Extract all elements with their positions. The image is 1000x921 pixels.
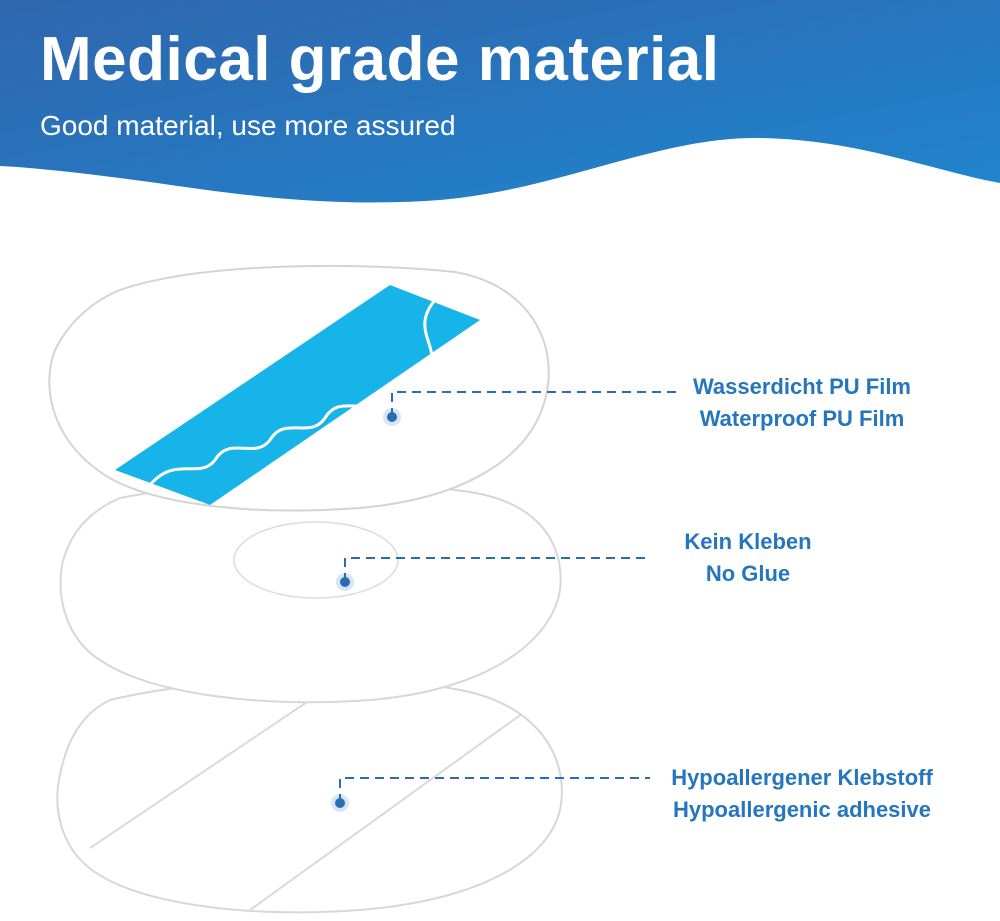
film-stripe: [115, 285, 480, 505]
label-en: Hypoallergenic adhesive: [673, 797, 931, 822]
label-de: Kein Kleben: [684, 529, 812, 554]
label-waterproof-pu-film: Wasserdicht PU Film Waterproof PU Film: [690, 371, 914, 435]
page-subtitle: Good material, use more assured: [40, 110, 456, 141]
callout-adhesive: [331, 777, 650, 812]
label-de: Wasserdicht PU Film: [692, 374, 911, 399]
label-no-glue: Kein Kleben No Glue: [666, 526, 830, 590]
callout-no-glue: [336, 557, 650, 591]
label-en: No Glue: [705, 561, 791, 586]
label-en: Waterproof PU Film: [699, 406, 905, 431]
header-banner: [0, 0, 1000, 203]
adhesive-layer: [56, 677, 563, 914]
callout-waterproof: [383, 391, 680, 426]
header-wave: [0, 0, 1000, 203]
pu-film-layer: [48, 264, 550, 512]
film-wave-line: [148, 298, 437, 487]
page-title: Medical grade material: [40, 25, 720, 94]
center-pad: [233, 521, 399, 599]
label-de: Hypoallergener Klebstoff: [671, 765, 933, 790]
label-hypoallergenic-adhesive: Hypoallergener Klebstoff Hypoallergenic …: [664, 762, 940, 826]
no-glue-layer: [59, 481, 562, 704]
